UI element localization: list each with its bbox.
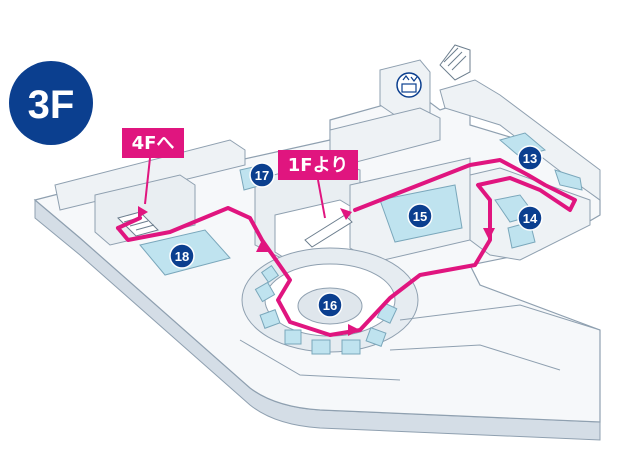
escalator-icon xyxy=(304,214,353,248)
stop-17-marker: 17 xyxy=(249,162,275,188)
stop-14-marker: 14 xyxy=(517,205,543,231)
stop-16-number: 16 xyxy=(323,298,337,313)
floor-badge: 3F xyxy=(9,61,93,145)
route-arrow-4f xyxy=(138,206,148,218)
stop-15-number: 15 xyxy=(413,209,427,224)
route-arrow-1f xyxy=(340,208,352,220)
stairs-icon xyxy=(117,211,159,237)
sign-from-1f-label: 1Fより xyxy=(288,155,348,176)
route-arrow-right xyxy=(348,324,360,336)
route-arrow-up xyxy=(256,240,268,252)
stop-17-number: 17 xyxy=(255,168,269,183)
tour-route xyxy=(116,158,577,337)
stop-18-number: 18 xyxy=(175,249,189,264)
stop-16-marker: 16 xyxy=(317,292,343,318)
stop-14-number: 14 xyxy=(523,211,538,226)
lower-zones xyxy=(239,304,601,381)
exhibit-13-booth-b xyxy=(554,169,583,191)
sign-pointers xyxy=(144,157,326,219)
stop-13-marker: 13 xyxy=(517,145,543,171)
stop-13-number: 13 xyxy=(523,151,537,166)
sign-to-4f-label: 4Fへ xyxy=(132,133,175,154)
sign-to-4f: 4Fへ xyxy=(122,128,184,158)
route-arrows xyxy=(138,206,495,336)
elevator-icon xyxy=(396,72,422,98)
stop-18-marker: 18 xyxy=(169,243,195,269)
sign-from-1f: 1Fより xyxy=(278,150,358,180)
stop-15-marker: 15 xyxy=(407,203,433,229)
stairs-icon xyxy=(439,44,471,81)
route-arrow-down xyxy=(483,228,495,240)
floor-label: 3F xyxy=(28,83,75,127)
stop-markers: 13 14 15 16 17 18 xyxy=(169,145,543,318)
